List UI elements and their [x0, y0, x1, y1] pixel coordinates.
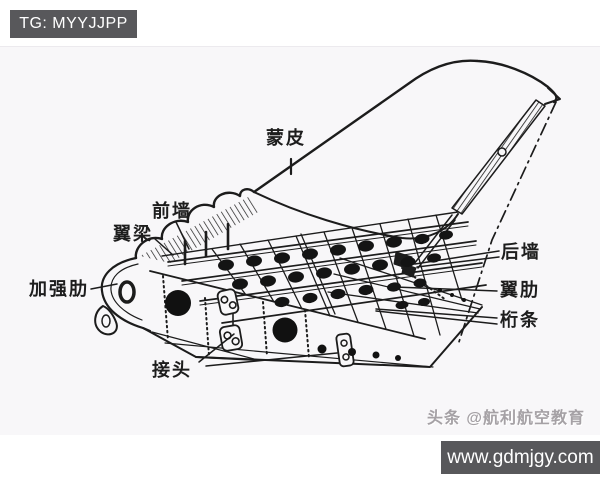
leader-wing-rib	[394, 286, 498, 292]
joint-fitting-upper	[216, 288, 240, 316]
label-front-wall: 前墙	[152, 201, 192, 221]
tip-notch	[544, 87, 561, 105]
label-stringer: 桁条	[500, 310, 540, 330]
rear-wall-member	[413, 214, 456, 269]
front-spar-top-edge	[149, 270, 426, 340]
label-skin: 蒙皮	[266, 128, 306, 148]
rear-wall-strip-hole	[497, 147, 507, 157]
leading-edge-hatch	[140, 196, 260, 263]
leader-rear-wall-1	[414, 250, 500, 265]
toutiao-watermark: 头条 @航利航空教育	[426, 410, 585, 427]
leader-rear-wall-2	[416, 256, 500, 268]
root-nose-rib	[100, 256, 152, 333]
leader-stringer-1	[375, 308, 498, 319]
spar-lightening-holes	[165, 288, 466, 361]
leader-joint-1	[198, 333, 235, 363]
website-url: www.gdmjgy.com	[447, 446, 594, 468]
front-wall-webs	[183, 222, 230, 266]
label-joint: 接头	[152, 360, 192, 380]
front-spar-bottom-edge	[164, 342, 434, 368]
rib-lightening-holes	[218, 230, 453, 310]
joint-fitting-lower	[218, 324, 244, 352]
hook-fitting-hole	[101, 314, 111, 328]
label-wing-rib: 翼肋	[500, 280, 540, 300]
leader-reinforced-rib	[90, 283, 118, 290]
leader-wing-spar	[154, 238, 174, 256]
label-reinforced-rib: 加强肋	[29, 279, 89, 299]
label-wing-spar: 翼梁	[113, 224, 153, 244]
website-banner: www.gdmjgy.com	[441, 441, 600, 474]
leader-lines	[90, 157, 500, 367]
nose-rib-hole	[118, 280, 136, 304]
leader-front-wall	[175, 221, 190, 250]
trailing-edge-dashdot	[457, 101, 557, 346]
leader-stringer-2	[375, 310, 498, 325]
label-rear-wall: 后墙	[501, 242, 541, 262]
photo-background	[0, 46, 600, 435]
wing-outline	[134, 59, 558, 260]
hook-fitting	[94, 305, 118, 336]
root-nose-rib-inner	[110, 263, 143, 321]
leader-joint-2	[205, 352, 338, 367]
tg-channel-banner: TG: MYYJJPP	[10, 10, 137, 38]
tg-channel-text: TG: MYYJJPP	[19, 15, 128, 32]
